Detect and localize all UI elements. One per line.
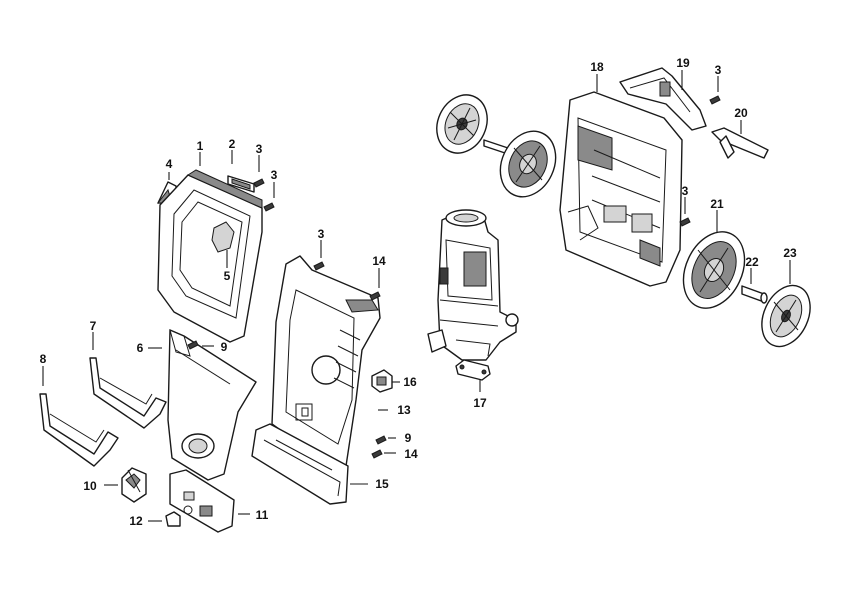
screw-3-b xyxy=(263,202,275,212)
callout-18: 18 xyxy=(590,60,604,74)
screw-14-a xyxy=(369,291,381,301)
callout-2: 2 xyxy=(229,137,236,151)
part-18-chassis xyxy=(559,91,683,287)
callout-5: 5 xyxy=(224,269,231,283)
callout-9-a: 9 xyxy=(221,340,228,354)
part-1-upper-housing xyxy=(157,169,263,343)
part-15-base-tray xyxy=(251,423,349,505)
callout-6: 6 xyxy=(137,341,144,355)
part-23-hubcap xyxy=(761,284,811,348)
callout-20: 20 xyxy=(734,106,748,120)
part-10-knob xyxy=(121,467,147,503)
callout-12: 12 xyxy=(129,514,143,528)
screw-3-c xyxy=(313,261,325,271)
part-6-lower-housing xyxy=(167,329,257,481)
callout-3-e: 3 xyxy=(682,184,689,198)
part-17-link xyxy=(455,359,491,381)
callout-14-a: 14 xyxy=(372,254,386,268)
callout-19: 19 xyxy=(676,56,690,70)
callout-17: 17 xyxy=(473,396,487,410)
callout-3-a: 3 xyxy=(256,142,263,156)
part-12-clip xyxy=(165,511,181,527)
part-2-nameplate xyxy=(227,175,255,193)
part-13-rear-frame xyxy=(271,255,381,467)
callout-14-b: 14 xyxy=(404,447,418,461)
part-7-bumper-trim xyxy=(89,357,167,429)
screw-9-b xyxy=(375,435,387,445)
callout-11: 11 xyxy=(256,508,269,522)
part-22-axle xyxy=(741,285,768,304)
screw-9-a xyxy=(187,340,199,350)
callout-21: 21 xyxy=(710,197,724,211)
callout-7: 7 xyxy=(90,319,97,333)
callout-8: 8 xyxy=(40,352,47,366)
callout-15: 15 xyxy=(375,477,389,491)
callout-9-b: 9 xyxy=(405,431,412,445)
callout-3-c: 3 xyxy=(318,227,325,241)
part-11-switch-panel xyxy=(169,469,235,533)
callout-labels: 1 2 3 3 4 5 3 14 6 9 7 8 16 13 9 14 10 1… xyxy=(40,56,797,528)
screw-3-d xyxy=(709,95,721,105)
screw-3-a xyxy=(253,178,265,188)
callout-4: 4 xyxy=(166,157,173,171)
leader-lines xyxy=(42,70,791,522)
part-19-handle xyxy=(619,67,707,131)
part-8-bumper-lower xyxy=(39,393,119,467)
callout-22: 22 xyxy=(745,255,759,269)
wheel-left-outer xyxy=(436,94,488,154)
part-21-wheel xyxy=(682,231,746,309)
callout-1: 1 xyxy=(197,139,204,153)
callout-13: 13 xyxy=(397,403,411,417)
part-16-bracket xyxy=(371,369,393,393)
callout-3-b: 3 xyxy=(271,168,278,182)
callout-16: 16 xyxy=(403,375,417,389)
callout-10: 10 xyxy=(83,479,97,493)
screw-14-b xyxy=(371,449,383,459)
callout-3-d: 3 xyxy=(715,63,722,77)
screw-3-e xyxy=(679,217,691,227)
part-20-strap xyxy=(711,127,769,159)
callout-23: 23 xyxy=(783,246,797,260)
wheel-left xyxy=(499,130,557,198)
part-17-pump-unit xyxy=(427,209,519,361)
